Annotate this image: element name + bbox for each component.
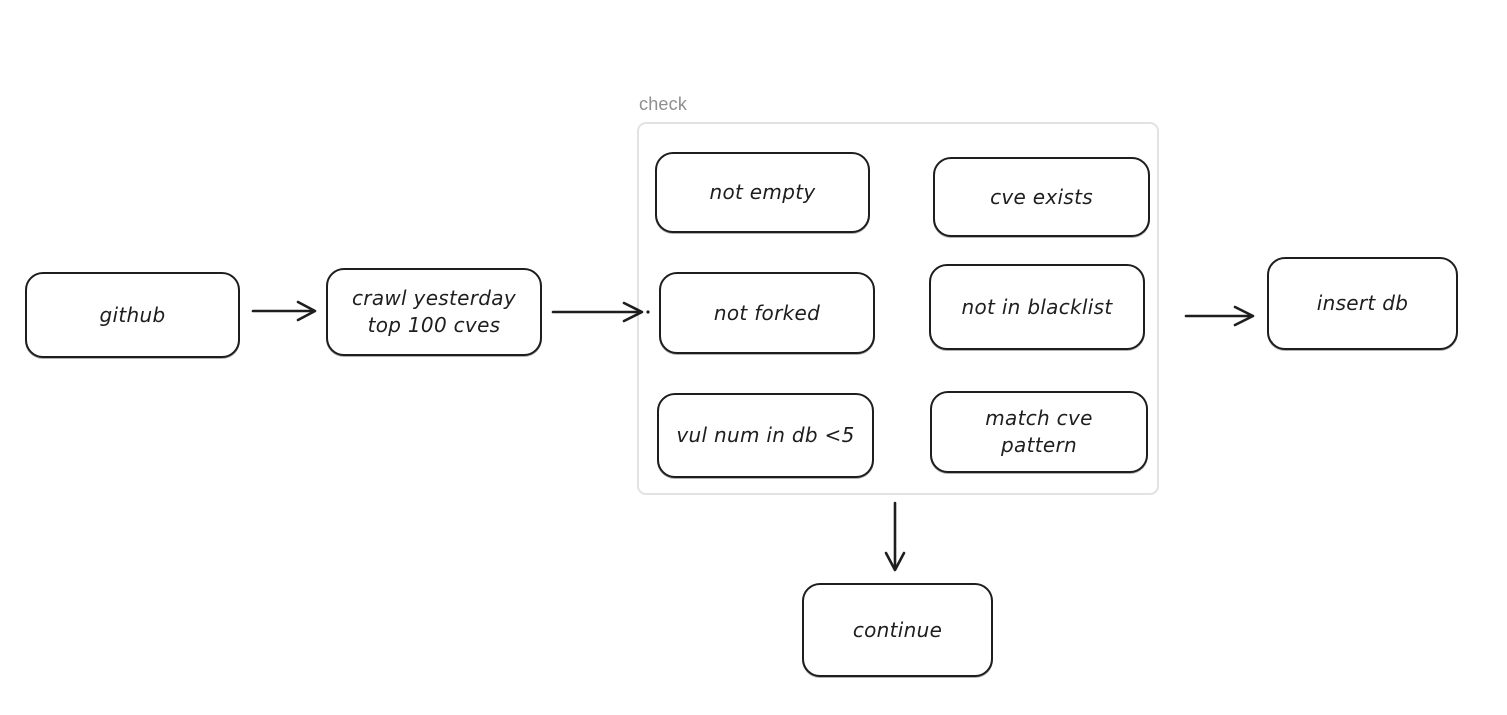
node-github[interactable]: github — [25, 272, 240, 358]
node-cve-exists[interactable]: cve exists — [933, 157, 1150, 237]
node-not-in-blacklist[interactable]: not in blacklist — [929, 264, 1145, 350]
node-vul-num-in-db[interactable]: vul num in db <5 — [657, 393, 874, 478]
node-not-forked-label: not forked — [713, 300, 821, 325]
node-not-empty-label: not empty — [709, 180, 816, 204]
arrow-check-to-continue[interactable] — [884, 501, 906, 572]
node-crawl-label: crawl yesterday top 100 cves — [352, 286, 516, 337]
node-insert-db-label: insert db — [1316, 291, 1409, 315]
check-frame-label[interactable]: check — [639, 94, 688, 114]
node-not-forked[interactable]: not forked — [659, 272, 875, 354]
node-not-empty[interactable]: not empty — [655, 152, 870, 233]
node-match-cve-pattern-label: match cve pattern — [985, 406, 1093, 457]
node-not-in-blacklist-label: not in blacklist — [961, 294, 1113, 319]
arrow-check-to-insert-db[interactable] — [1184, 305, 1255, 327]
arrow-github-to-crawl[interactable] — [251, 300, 317, 322]
node-vul-num-in-db-label: vul num in db <5 — [676, 423, 855, 447]
node-github-label: github — [99, 302, 166, 327]
node-continue-label: continue — [852, 617, 943, 642]
node-match-cve-pattern[interactable]: match cve pattern — [930, 391, 1148, 473]
arrow-crawl-to-check[interactable] — [551, 301, 650, 323]
node-continue[interactable]: continue — [802, 583, 993, 677]
node-insert-db[interactable]: insert db — [1267, 257, 1458, 350]
node-cve-exists-label: cve exists — [990, 184, 1093, 209]
node-crawl-yesterday-top-100-cves[interactable]: crawl yesterday top 100 cves — [326, 268, 542, 356]
